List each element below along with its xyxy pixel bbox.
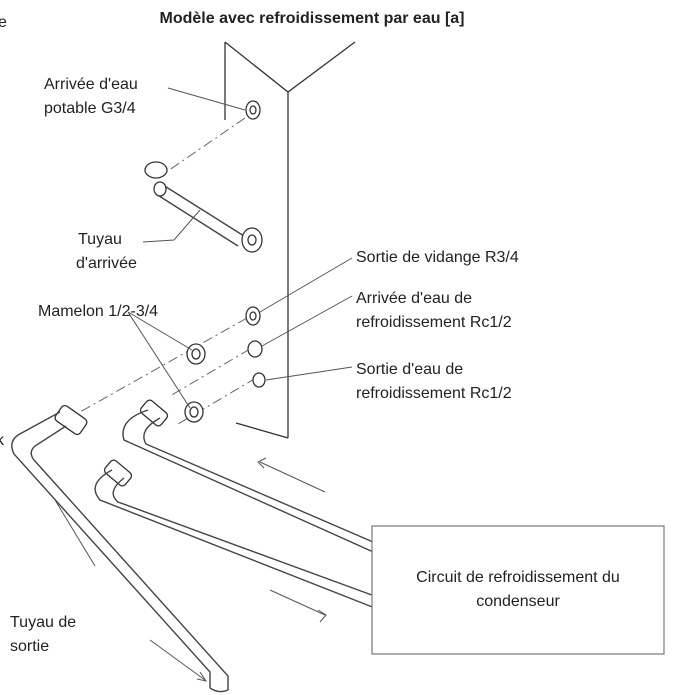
cooling-outlet-label-1: Sortie d'eau de	[356, 361, 463, 378]
potable-water-inlet-fitting	[245, 100, 261, 120]
edge-mark-top: e	[0, 14, 7, 31]
condenser-circuit-box	[371, 525, 665, 655]
edge-mark-mid: k	[0, 432, 5, 449]
potable-inlet-label-2: potable G3/4	[44, 100, 136, 117]
cooling-water-pipes	[94, 399, 381, 611]
cooling-inlet-label-2: refroidissement Rc1/2	[356, 314, 512, 331]
leader-lines	[54, 87, 353, 567]
potable-inlet-label-1: Arrivée d'eau	[44, 76, 138, 93]
inlet-hose	[144, 161, 263, 253]
nipple-label: Mamelon 1/2-3/4	[38, 303, 158, 320]
drain-outlet-label: Sortie de vidange R3/4	[356, 249, 519, 266]
flow-arrows	[149, 457, 327, 682]
cooling-outlet-label-2: refroidissement Rc1/2	[356, 385, 512, 402]
inlet-hose-label-2: d'arrivée	[76, 255, 137, 272]
machine-cabinet	[224, 41, 356, 439]
outlet-hose-label-1: Tuyau de	[10, 614, 76, 631]
nipple-fittings	[184, 343, 206, 423]
inlet-hose-label-1: Tuyau	[78, 231, 122, 248]
cooling-inlet-label-1: Arrivée d'eau de	[356, 290, 472, 307]
diagram-title: Modèle avec refroidissement par eau [a]	[160, 10, 465, 27]
cabinet-fittings	[245, 306, 266, 388]
circuit-label-line2: condenseur	[476, 593, 560, 610]
outlet-hose	[11, 404, 229, 693]
outlet-hose-label-2: sortie	[10, 638, 49, 655]
circuit-label-line1: Circuit de refroidissement du	[416, 569, 620, 586]
